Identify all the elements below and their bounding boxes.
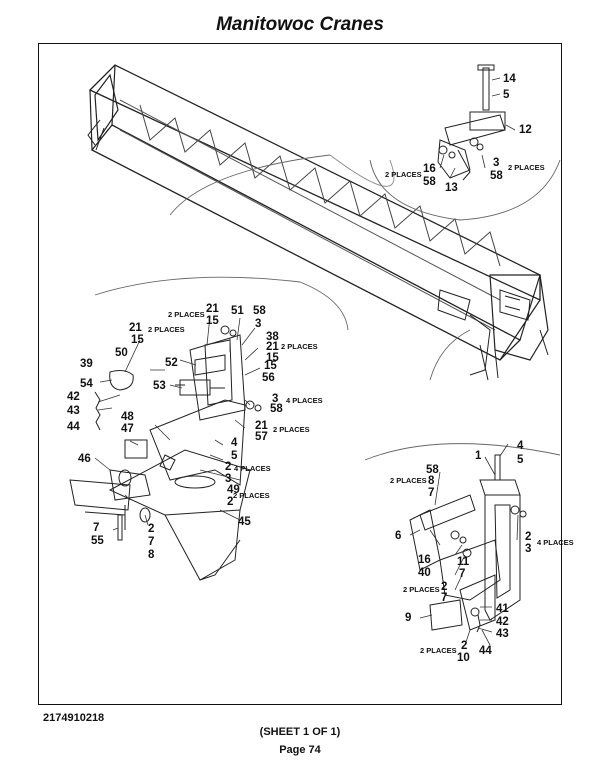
callout-42: 42 <box>496 616 509 628</box>
note-4-places: 4 PLACES <box>286 396 323 405</box>
callout-16: 16 <box>418 554 431 566</box>
callout-15: 15 <box>264 360 277 372</box>
callout-3: 3 <box>272 393 279 405</box>
top-detail-assembly <box>437 64 506 181</box>
callout-2: 2 <box>227 496 234 508</box>
callout-54: 54 <box>80 378 93 390</box>
note-4-places: 4 PLACES <box>537 538 574 547</box>
note-2-places: 2 PLACES <box>420 646 457 655</box>
callout-15: 15 <box>206 315 219 327</box>
note-2-places: 2 PLACES <box>508 163 545 172</box>
note-2-places: 2 PLACES <box>385 170 422 179</box>
callout-15: 15 <box>266 352 279 364</box>
callout-57: 57 <box>255 431 268 443</box>
callout-7: 7 <box>441 592 448 604</box>
sheet-indicator: (SHEET 1 OF 1) <box>259 726 341 738</box>
callout-16: 16 <box>423 163 436 175</box>
callout-38: 38 <box>266 331 279 343</box>
callout-49: 49 <box>227 484 240 496</box>
callout-3: 3 <box>525 543 532 555</box>
callout-4: 4 <box>231 437 238 449</box>
note-2-places: 2 PLACES <box>403 585 440 594</box>
callout-21: 21 <box>206 303 219 315</box>
callout-50: 50 <box>115 347 128 359</box>
drawing-frame <box>38 43 562 705</box>
note-2-places: 2 PLACES <box>281 342 318 351</box>
callout-5: 5 <box>231 450 238 462</box>
callout-3: 3 <box>493 157 500 169</box>
callout-51: 51 <box>231 305 244 317</box>
callout-55: 55 <box>91 535 104 547</box>
callout-58: 58 <box>490 170 503 182</box>
note-4-places: 4 PLACES <box>234 464 271 473</box>
callout-8: 8 <box>428 475 435 487</box>
callout-6: 6 <box>395 530 402 542</box>
right-detail-assembly <box>409 454 527 633</box>
callout-3: 3 <box>225 473 232 485</box>
callout-9: 9 <box>405 612 412 624</box>
note-2-places: 2 PLACES <box>233 491 270 500</box>
callout-2: 2 <box>525 531 532 543</box>
callout-1: 1 <box>475 450 482 462</box>
callout-42: 42 <box>67 391 80 403</box>
callout-43: 43 <box>496 628 509 640</box>
page-number: Page 74 <box>279 744 321 756</box>
callout-58: 58 <box>423 176 436 188</box>
callout-5: 5 <box>517 454 524 466</box>
callout-8: 8 <box>148 549 155 561</box>
callout-7: 7 <box>428 487 435 499</box>
callout-7: 7 <box>93 522 100 534</box>
callout-14: 14 <box>503 73 516 85</box>
callout-10: 10 <box>457 652 470 664</box>
callout-45: 45 <box>238 516 251 528</box>
callout-21: 21 <box>266 341 279 353</box>
callout-46: 46 <box>78 453 91 465</box>
callout-4: 4 <box>517 440 524 452</box>
callout-58: 58 <box>253 305 266 317</box>
callout-41: 41 <box>496 603 509 615</box>
callout-5: 5 <box>503 89 510 101</box>
callout-39: 39 <box>80 358 93 370</box>
callout-43: 43 <box>67 405 80 417</box>
callout-58: 58 <box>426 464 439 476</box>
callout-12: 12 <box>519 124 532 136</box>
callout-2: 2 <box>441 581 448 593</box>
callout-2: 2 <box>461 640 468 652</box>
note-2-places: 2 PLACES <box>168 310 205 319</box>
callout-7: 7 <box>148 536 155 548</box>
note-2-places: 2 PLACES <box>273 425 310 434</box>
callout-44: 44 <box>67 421 80 433</box>
callout-7: 7 <box>459 568 466 580</box>
callout-58: 58 <box>270 403 283 415</box>
callout-56: 56 <box>262 372 275 384</box>
callout-15: 15 <box>131 334 144 346</box>
callout-2: 2 <box>148 523 155 535</box>
callout-11: 11 <box>457 556 470 568</box>
callout-2: 2 <box>225 461 232 473</box>
page-title: Manitowoc Cranes <box>216 14 384 35</box>
callout-3: 3 <box>255 318 262 330</box>
callout-52: 52 <box>165 357 178 369</box>
callout-47: 47 <box>121 423 134 435</box>
callout-21: 21 <box>129 322 142 334</box>
left-detail-assembly <box>69 325 262 581</box>
callout-13: 13 <box>445 182 458 194</box>
boom-section <box>87 64 549 381</box>
document-number: 2174910218 <box>43 712 105 724</box>
callout-53: 53 <box>153 380 166 392</box>
callout-21: 21 <box>255 420 268 432</box>
note-2-places: 2 PLACES <box>390 476 427 485</box>
callout-44: 44 <box>479 645 492 657</box>
note-2-places: 2 PLACES <box>148 325 185 334</box>
callout-40: 40 <box>418 567 431 579</box>
callout-48: 48 <box>121 411 134 423</box>
